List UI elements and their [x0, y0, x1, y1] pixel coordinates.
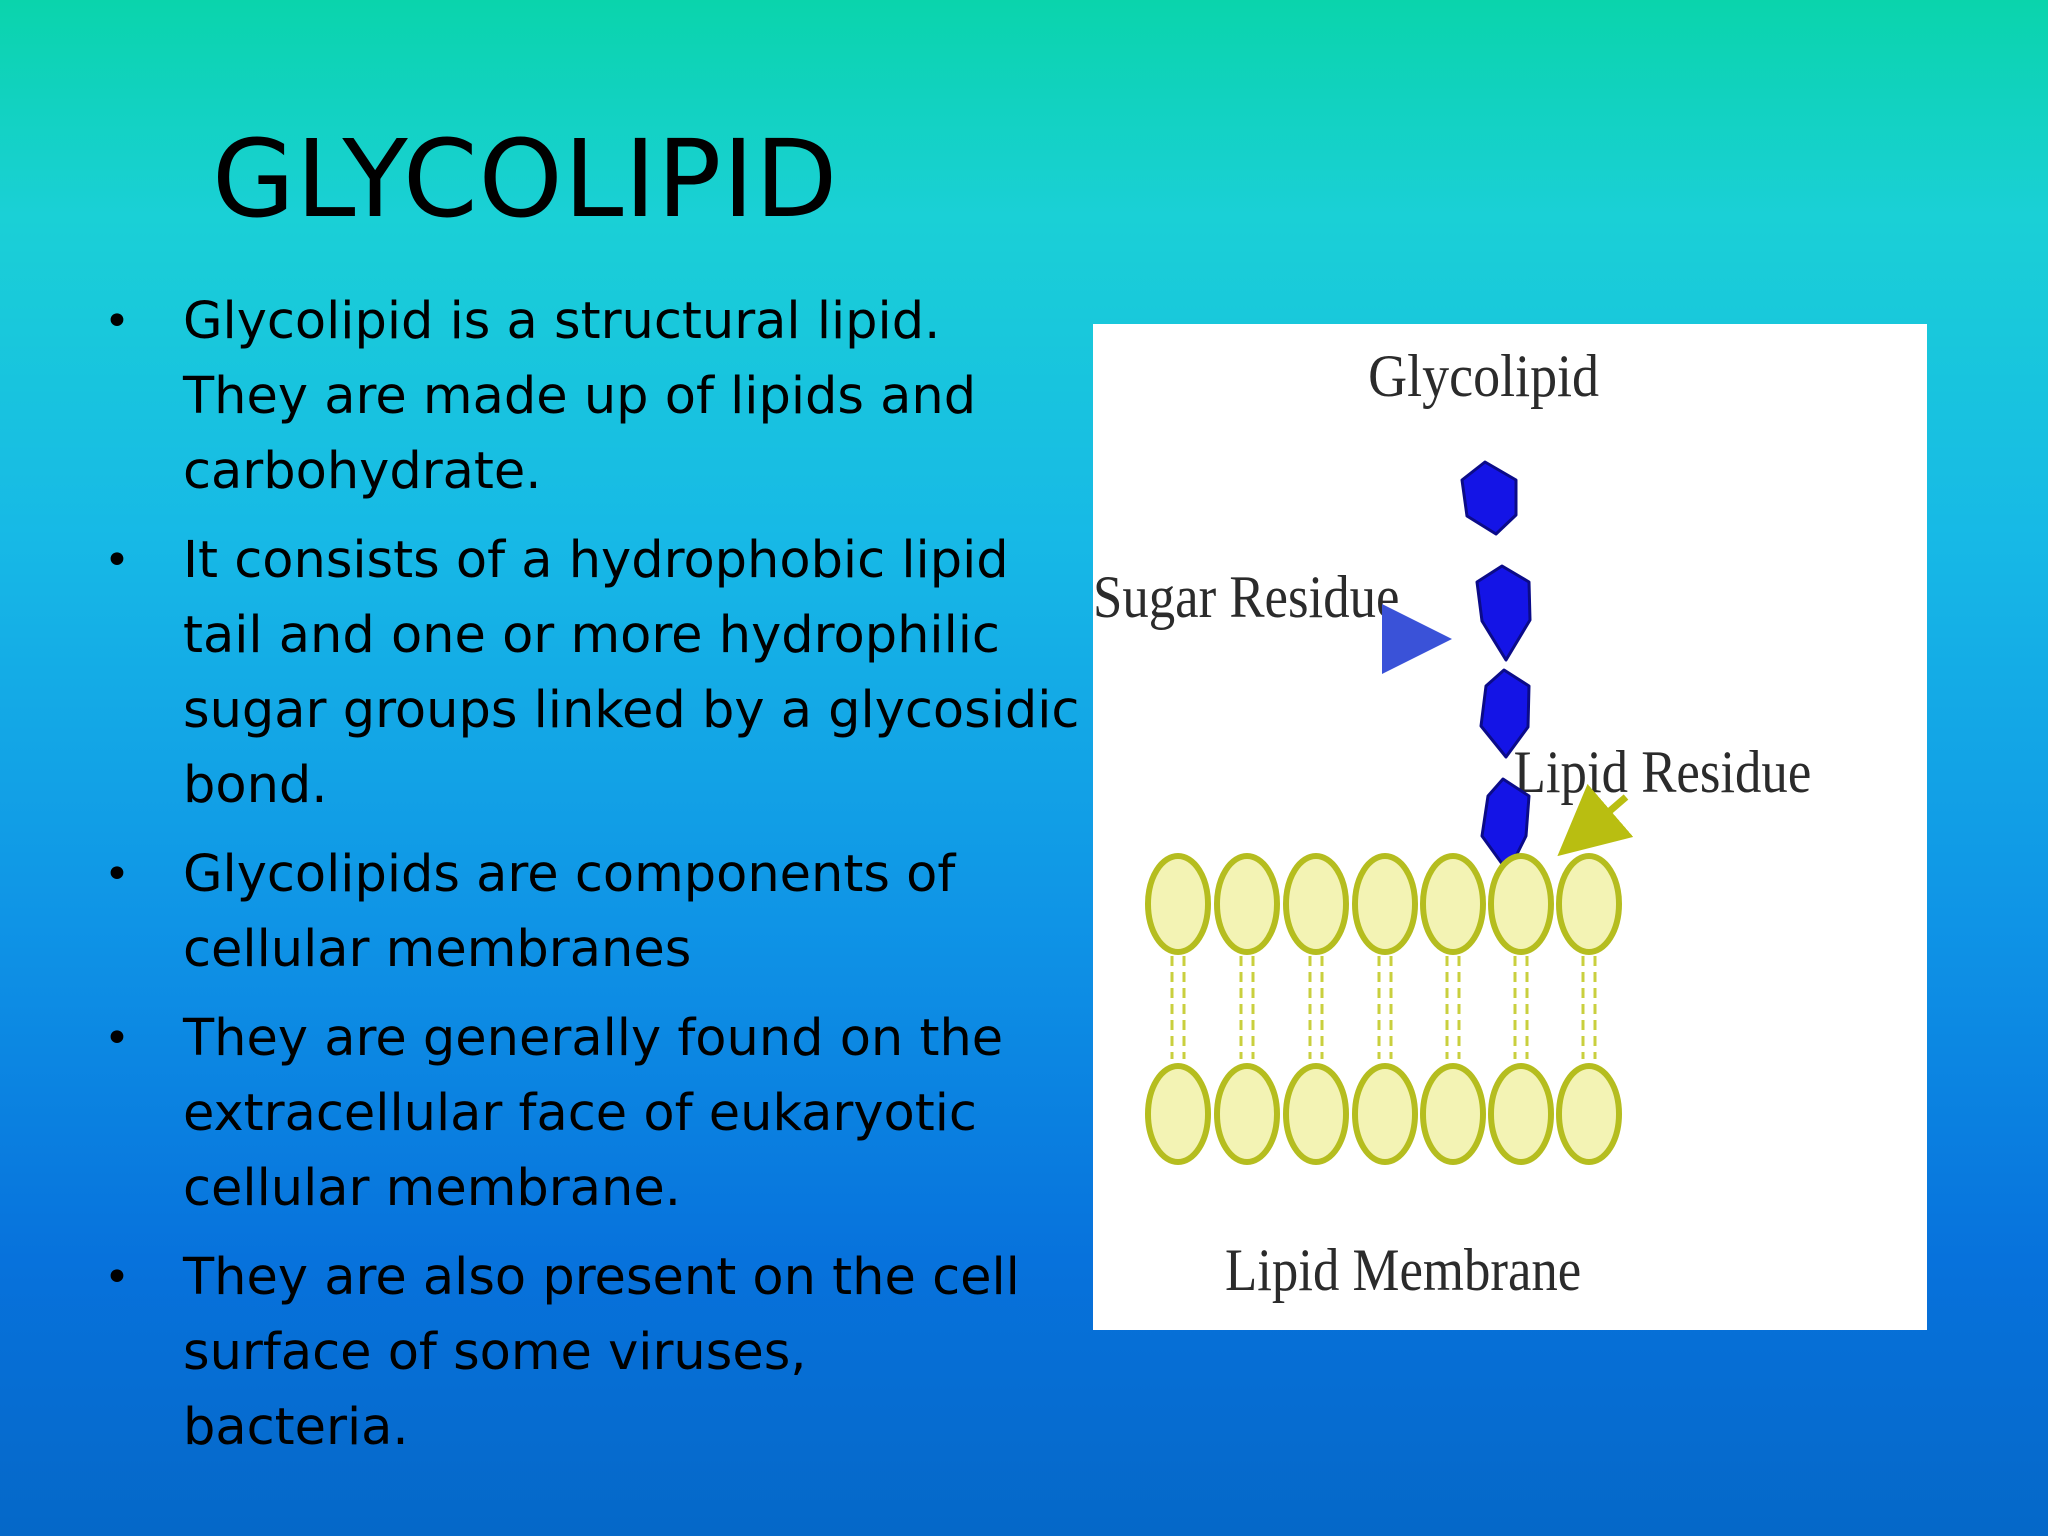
lipid-head: [1352, 853, 1418, 955]
lipid-head: [1283, 1063, 1349, 1165]
sugar-ring: [1460, 460, 1518, 536]
lipid-head: [1214, 1063, 1280, 1165]
lipid-membrane-label: Lipid Membrane: [1225, 1238, 1581, 1304]
bullet-text: Glycolipids are components of cellular m…: [183, 845, 956, 979]
bullet-text: Glycolipid is a structural lipid. They a…: [183, 292, 977, 501]
glycolipid-diagram: Glycolipid Sugar Residue Lipid Residue L…: [1093, 324, 1927, 1330]
lipid-residue-label: Lipid Residue: [1514, 740, 1812, 806]
lipid-head: [1488, 1063, 1554, 1165]
lipid-bilayer: [1145, 853, 1622, 1165]
bullet-item: • They are generally found on the extrac…: [100, 1001, 1083, 1226]
lipid-head: [1420, 853, 1486, 955]
diagram-canvas: Glycolipid Sugar Residue Lipid Residue L…: [1093, 343, 1812, 1304]
lipid-arrow: [1557, 783, 1634, 857]
lipid-head: [1352, 1063, 1418, 1165]
lipid-tails: [1170, 956, 1597, 1059]
lipid-head: [1556, 1063, 1622, 1165]
lipid-heads-top: [1145, 853, 1622, 955]
lipid-heads-bottom: [1145, 1063, 1622, 1165]
bullet-item: • They are also present on the cell surf…: [100, 1240, 1043, 1465]
sugar-residue-label: Sugar Residue: [1093, 565, 1399, 631]
slide-title: GLYCOLIPID: [212, 118, 839, 242]
bullet-item: • Glycolipid is a structural lipid. They…: [100, 284, 1063, 509]
bullet-text: They are also present on the cell surfac…: [183, 1248, 1020, 1457]
bullet-item: • Glycolipids are components of cellular…: [100, 837, 1063, 987]
bullet-icon: •: [104, 535, 130, 586]
lipid-head: [1556, 853, 1622, 955]
lipid-head: [1214, 853, 1280, 955]
bullet-icon: •: [104, 296, 130, 347]
bullet-text: It consists of a hydrophobic lipid tail …: [183, 531, 1080, 815]
lipid-head: [1145, 1063, 1211, 1165]
bullet-text: They are generally found on the extracel…: [183, 1009, 1004, 1218]
bullet-icon: •: [104, 1013, 130, 1064]
sugar-ring: [1479, 668, 1531, 759]
sugar-chain: [1460, 460, 1532, 874]
lipid-head: [1420, 1063, 1486, 1165]
lipid-head: [1488, 853, 1554, 955]
bullet-icon: •: [104, 1252, 130, 1303]
bullet-list: • Glycolipid is a structural lipid. They…: [100, 284, 1079, 1479]
sugar-ring: [1475, 564, 1532, 662]
lipid-head: [1145, 853, 1211, 955]
bullet-item: • It consists of a hydrophobic lipid tai…: [100, 523, 1103, 823]
diagram-title: Glycolipid: [1368, 343, 1599, 409]
lipid-head: [1283, 853, 1349, 955]
bullet-icon: •: [104, 849, 130, 900]
